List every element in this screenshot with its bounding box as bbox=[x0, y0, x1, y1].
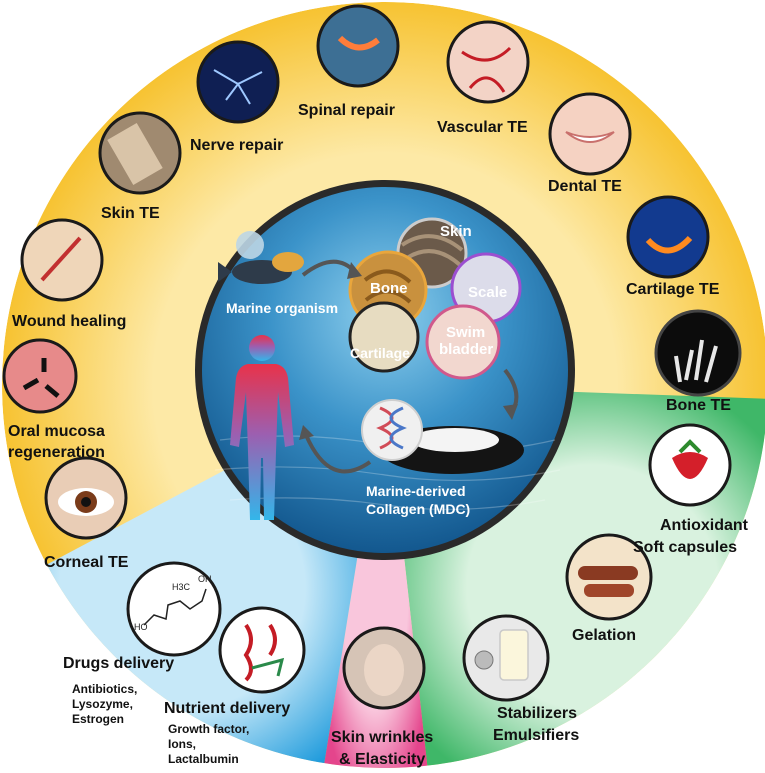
dental-te-icon bbox=[548, 92, 632, 176]
application-icons bbox=[2, 4, 742, 540]
sponge-icon bbox=[272, 252, 304, 272]
swim-label: Swim bbox=[446, 324, 485, 341]
label-bone-te: Bone TE bbox=[666, 397, 731, 414]
label-dental-te: Dental TE bbox=[548, 178, 622, 195]
bone-te-icon bbox=[654, 309, 742, 397]
source-cartilage: Cartilage bbox=[348, 301, 420, 373]
label-vascular-te: Vascular TE bbox=[437, 119, 528, 136]
oral-mucosa-icon bbox=[2, 338, 78, 414]
label-antibiotics: Antibiotics, bbox=[72, 682, 137, 696]
label-nutrient-delivery: Nutrient delivery bbox=[164, 700, 290, 717]
label-skin-te: Skin TE bbox=[101, 205, 160, 222]
molecule-label-oh: OH bbox=[198, 574, 212, 584]
bone-label: Bone bbox=[370, 280, 408, 297]
label-elasticity: & Elasticity bbox=[339, 751, 425, 768]
label-oral-mucosa: Oral mucosa bbox=[8, 423, 105, 440]
label-lysozyme: Lysozyme, bbox=[72, 697, 133, 711]
label-gelation: Gelation bbox=[572, 627, 636, 644]
label-skin-wrinkles: Skin wrinkles bbox=[331, 729, 433, 746]
bladder-label: bladder bbox=[439, 341, 493, 358]
source-swim-bladder: Swim bladder bbox=[425, 304, 501, 380]
molecule-label-ho: HO bbox=[134, 622, 148, 632]
mdc-label-line1: Marine-derived bbox=[366, 483, 466, 499]
delivery-icons: HO OH H3C bbox=[126, 561, 306, 694]
arrow-mdc-to-human bbox=[304, 434, 372, 474]
marine-organism-image bbox=[218, 231, 304, 284]
tissue-engineering-labels: Spinal repair Nerve repair Vascular TE D… bbox=[8, 102, 731, 571]
label-ions: Ions, bbox=[168, 737, 196, 751]
cartilage-source-label: Cartilage bbox=[350, 345, 410, 361]
label-wound-healing: Wound healing bbox=[12, 313, 126, 330]
delivery-labels: Drugs delivery Antibiotics, Lysozyme, Es… bbox=[63, 655, 290, 766]
human-body-icon bbox=[230, 335, 294, 520]
vascular-te-icon bbox=[446, 20, 530, 104]
label-drugs-delivery: Drugs delivery bbox=[63, 655, 174, 672]
mdc-label-line2: Collagen (MDC) bbox=[366, 501, 470, 517]
label-regeneration: regeneration bbox=[8, 444, 105, 461]
nerve-repair-icon bbox=[196, 40, 280, 124]
protein-structure-icon bbox=[218, 606, 306, 694]
food-labels: Antioxidant Soft capsules Gelation Stabi… bbox=[493, 517, 749, 744]
collagen-helix-icon bbox=[361, 399, 423, 461]
skin-label: Skin bbox=[440, 223, 472, 240]
label-cartilage-te: Cartilage TE bbox=[626, 281, 720, 298]
label-corneal-te: Corneal TE bbox=[44, 554, 129, 571]
label-antioxidant: Antioxidant bbox=[660, 517, 749, 534]
label-soft-capsules: Soft capsules bbox=[633, 539, 737, 556]
label-spinal-repair: Spinal repair bbox=[298, 102, 395, 119]
food-icons bbox=[462, 423, 732, 702]
label-emulsifiers: Emulsifiers bbox=[493, 727, 579, 744]
label-lactalbumin: Lactalbumin bbox=[168, 752, 239, 766]
label-estrogen: Estrogen bbox=[72, 712, 124, 726]
cartilage-te-icon bbox=[626, 195, 710, 279]
label-stabilizers: Stabilizers bbox=[497, 705, 577, 722]
estrogen-molecule-icon bbox=[126, 561, 222, 657]
label-growth-factor: Growth factor, bbox=[168, 722, 249, 736]
molecule-label-h3c: H3C bbox=[172, 582, 191, 592]
collagen-powder-image bbox=[361, 399, 524, 474]
jellyfish-icon bbox=[236, 231, 264, 259]
scale-label: Scale bbox=[468, 284, 507, 301]
label-nerve-repair: Nerve repair bbox=[190, 137, 283, 154]
marine-organism-label: Marine organism bbox=[226, 300, 338, 316]
